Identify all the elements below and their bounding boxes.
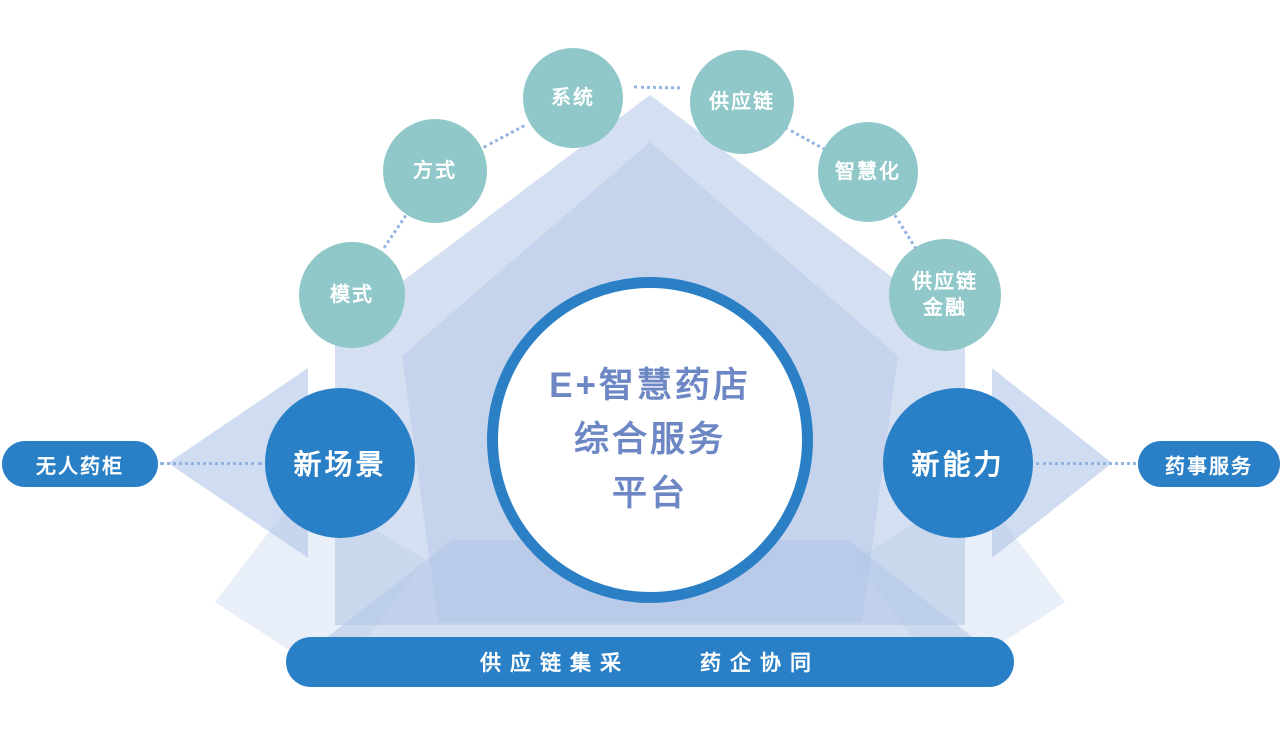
left-pill-unmanned-cabinet: 无人药柜 — [2, 441, 158, 487]
right-node-new-capability: 新能力 — [883, 388, 1033, 538]
center-line-1: E+智慧药店 — [549, 365, 751, 405]
center-line-2: 综合服务 — [573, 419, 726, 459]
center-platform-circle: E+智慧药店 综合服务 平台 — [487, 277, 813, 603]
right-pill-label: 药事服务 — [1165, 455, 1253, 478]
satellite-node-moshi: 模式 — [299, 242, 405, 348]
satellite-label: 系统 — [551, 87, 595, 109]
right-pill-pharmacy-service: 药事服务 — [1138, 441, 1280, 487]
dotted-connector-4 — [784, 126, 826, 151]
left-pill-label: 无人药柜 — [36, 455, 124, 478]
satellite-node-gongyinglian-jinrong: 供应链 金融 — [889, 239, 1001, 351]
satellite-label: 智慧化 — [835, 161, 901, 183]
dotted-connector-1 — [378, 214, 408, 255]
dotted-connector-2 — [482, 124, 526, 149]
right-node-label: 新能力 — [911, 449, 1005, 480]
left-node-label: 新场景 — [293, 449, 387, 480]
satellite-node-fangshi: 方式 — [383, 119, 487, 223]
right-dotted-line — [1036, 462, 1136, 465]
bottom-bar: 供应链集采 药企协同 — [286, 637, 1014, 687]
satellite-node-xitong: 系统 — [523, 48, 623, 148]
satellite-node-gongyinglian: 供应链 — [690, 50, 794, 154]
satellite-label: 方式 — [413, 160, 457, 182]
left-dotted-line — [160, 462, 262, 465]
bottom-bar-item-1: 供应链集采 — [480, 652, 630, 675]
dotted-connector-3 — [633, 85, 681, 90]
left-node-new-scenario: 新场景 — [265, 388, 415, 538]
satellite-node-zhihuihua: 智慧化 — [818, 122, 918, 222]
bottom-bar-item-2: 药企协同 — [700, 652, 820, 675]
satellite-label: 供应链 — [709, 91, 775, 113]
satellite-label: 模式 — [330, 284, 374, 306]
satellite-label-line2: 金融 — [923, 297, 967, 319]
center-line-3: 平台 — [611, 474, 688, 514]
satellite-label: 供应链 — [912, 271, 978, 293]
